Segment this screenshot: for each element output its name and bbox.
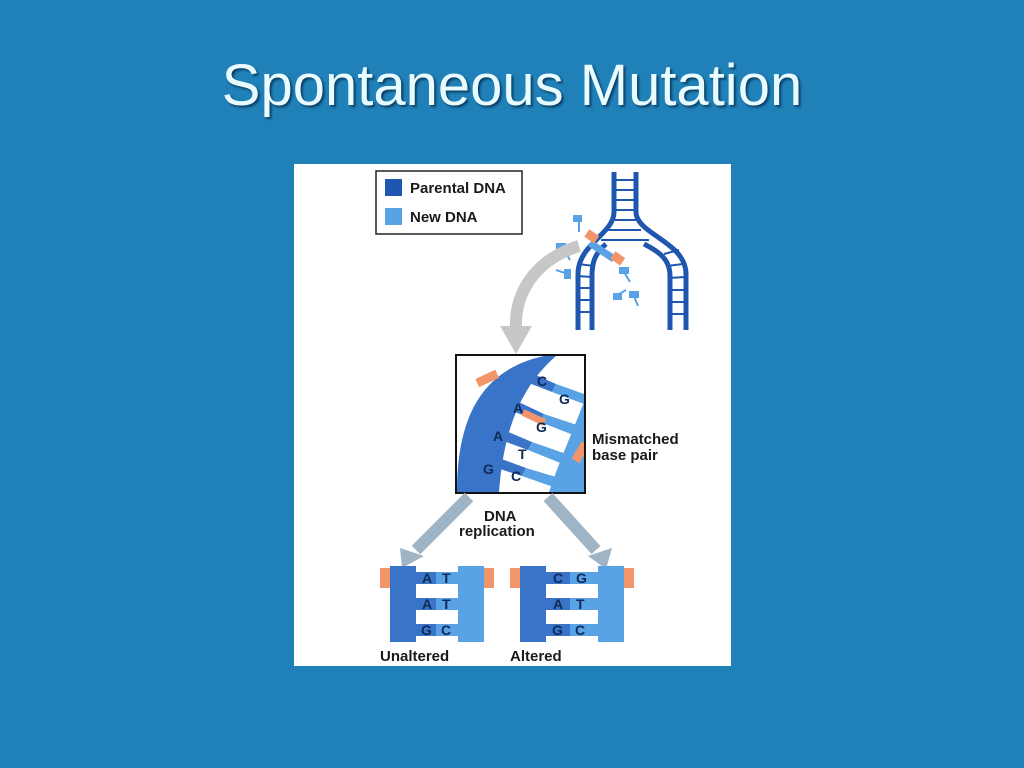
- altered-label: Altered: [510, 648, 562, 665]
- zoom-base-3-left: A: [493, 428, 503, 444]
- altered-base-1-left: C: [553, 570, 563, 586]
- dna-mutation-figure: Parental DNA New DNA: [294, 164, 731, 666]
- zoom-base-4-left: G: [483, 461, 494, 477]
- unaltered-base-2-left: A: [422, 596, 432, 612]
- legend: Parental DNA New DNA: [375, 170, 523, 235]
- altered-base-1-right: G: [576, 570, 587, 586]
- replication-fork: [555, 172, 689, 330]
- zoom-base-2-right: G: [536, 419, 547, 435]
- altered-dna: C G A T G C: [510, 566, 634, 642]
- unaltered-base-3-right: C: [441, 622, 451, 638]
- replication-arrows: [400, 492, 612, 569]
- zoom-base-2-left: A: [513, 400, 523, 416]
- mismatch-label-line1: Mismatched: [592, 431, 679, 448]
- zoom-base-3-right: T: [518, 446, 527, 462]
- unaltered-base-2-right: T: [442, 596, 451, 612]
- unaltered-base-3-left: G: [421, 622, 432, 638]
- zoom-base-4-right: C: [511, 468, 521, 484]
- legend-new-swatch: [385, 208, 402, 225]
- unaltered-label: Unaltered: [380, 648, 449, 665]
- zoom-base-1-right: G: [559, 391, 570, 407]
- legend-new-label: New DNA: [410, 209, 478, 226]
- replication-label-line1: DNA: [484, 508, 517, 525]
- mismatch-label-line2: base pair: [592, 447, 658, 464]
- zoom-base-1-left: C: [537, 373, 547, 389]
- replication-label-line2: replication: [459, 523, 535, 540]
- altered-base-3-right: C: [575, 622, 585, 638]
- legend-parental-swatch: [385, 179, 402, 196]
- altered-base-2-right: T: [576, 596, 585, 612]
- unaltered-base-1-left: A: [422, 570, 432, 586]
- legend-parental-label: Parental DNA: [410, 180, 506, 197]
- unaltered-base-1-right: T: [442, 570, 451, 586]
- unaltered-dna: A T A T G C: [380, 566, 494, 642]
- zoom-arrow: [500, 240, 581, 354]
- mismatch-zoom-box: C G A G A T G C: [455, 354, 586, 494]
- dna-diagram: Parental DNA New DNA: [375, 170, 689, 665]
- altered-base-2-left: A: [553, 596, 563, 612]
- altered-base-3-left: G: [552, 622, 563, 638]
- slide-title: Spontaneous Mutation: [221, 53, 803, 118]
